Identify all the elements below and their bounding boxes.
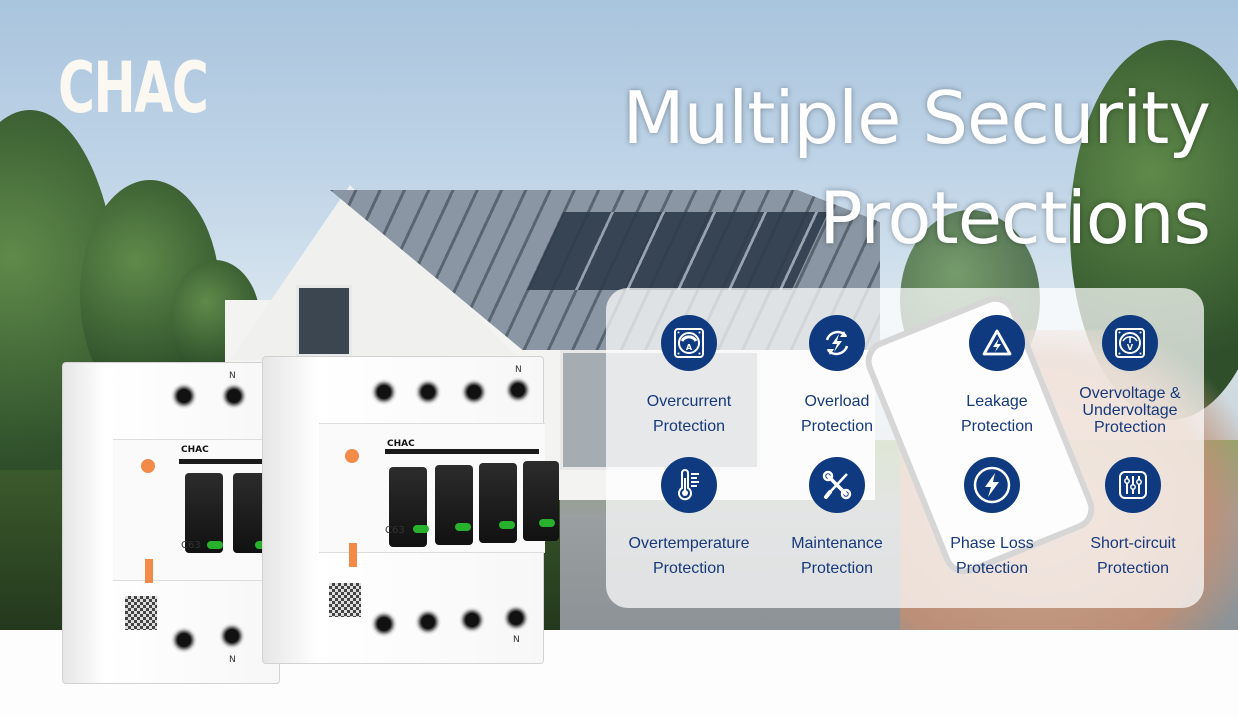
status-led xyxy=(207,541,223,549)
feature-label: Overload Protection xyxy=(800,393,874,435)
breaker-handle[interactable] xyxy=(185,473,223,553)
status-led xyxy=(539,519,555,527)
terminal-screw xyxy=(415,609,441,635)
feature-label: Overtemperature Protection xyxy=(628,535,750,577)
feature-label: Overcurrent Protection xyxy=(646,393,732,435)
breaker-label-strip xyxy=(385,449,539,454)
terminal-screw xyxy=(459,607,485,633)
neutral-label: N xyxy=(229,655,236,665)
multi-function-button[interactable] xyxy=(141,459,155,473)
headline-line-2: Protections xyxy=(819,176,1211,260)
terminal-screw xyxy=(461,379,487,405)
ammeter-icon: A xyxy=(661,315,717,371)
breaker-handle[interactable] xyxy=(435,465,473,545)
circuit-breaker-4p: N CHAC C63 N xyxy=(262,356,559,664)
svg-text:A: A xyxy=(686,343,693,352)
status-led xyxy=(499,521,515,529)
status-led xyxy=(455,523,471,531)
headline-line-1: Multiple Security xyxy=(622,76,1211,160)
status-led xyxy=(413,525,429,533)
feature-overvoltage-undervoltage: V Overvoltage & Undervoltage Protection xyxy=(1050,315,1210,436)
page-headline: Multiple Security Protections xyxy=(622,68,1211,268)
feature-maintenance: Maintenance Protection xyxy=(757,457,917,581)
terminal-screw xyxy=(505,377,531,403)
feature-overcurrent: A Overcurrent Protection xyxy=(609,315,769,439)
terminal-screw xyxy=(219,623,245,649)
brand-logo: CHAC xyxy=(58,47,209,129)
thermometer-icon xyxy=(661,457,717,513)
voltmeter-icon: V xyxy=(1102,315,1158,371)
breaker-brand: CHAC xyxy=(387,439,415,449)
terminal-screw xyxy=(415,379,441,405)
lightning-circle-icon xyxy=(964,457,1020,513)
sliders-icon xyxy=(1105,457,1161,513)
terminal-screw xyxy=(371,611,397,637)
orange-strip xyxy=(349,543,357,567)
feature-label: Leakage Protection xyxy=(960,393,1034,435)
warning-triangle-lightning-icon xyxy=(969,315,1025,371)
feature-label: Overvoltage & Undervoltage Protection xyxy=(1079,385,1181,436)
terminal-screw xyxy=(221,383,247,409)
lightning-cycle-icon xyxy=(809,315,865,371)
breaker-brand: CHAC xyxy=(181,445,209,455)
features-panel: A Overcurrent Protection Overload Protec… xyxy=(606,288,1204,608)
multi-function-button[interactable] xyxy=(345,449,359,463)
qr-code xyxy=(125,596,157,630)
feature-label: Short-circuit Protection xyxy=(1090,535,1176,577)
house-window xyxy=(296,285,352,357)
circuit-breaker-2p: N CHAC C63 N xyxy=(62,362,281,684)
feature-phase-loss: Phase Loss Protection xyxy=(912,457,1072,581)
rating-label: C63 xyxy=(385,525,405,536)
breaker-handle[interactable] xyxy=(523,461,559,541)
terminal-screw xyxy=(371,379,397,405)
feature-overload: Overload Protection xyxy=(757,315,917,439)
wrench-screwdriver-icon xyxy=(809,457,865,513)
terminal-screw xyxy=(503,605,529,631)
svg-text:V: V xyxy=(1127,343,1134,352)
orange-strip xyxy=(145,559,153,583)
neutral-label: N xyxy=(229,371,236,381)
neutral-label: N xyxy=(513,635,520,645)
breaker-label-strip xyxy=(179,459,277,464)
terminal-screw xyxy=(171,383,197,409)
feature-short-circuit: Short-circuit Protection xyxy=(1053,457,1213,581)
feature-label: Phase Loss Protection xyxy=(950,535,1034,577)
qr-code xyxy=(329,583,361,617)
breaker-handle[interactable] xyxy=(479,463,517,543)
breaker-handle[interactable] xyxy=(389,467,427,547)
feature-overtemperature: Overtemperature Protection xyxy=(609,457,769,581)
terminal-screw xyxy=(171,627,197,653)
rating-label: C63 xyxy=(181,540,201,551)
neutral-label: N xyxy=(515,365,522,375)
feature-leakage: Leakage Protection xyxy=(917,315,1077,439)
feature-label: Maintenance Protection xyxy=(791,535,883,577)
